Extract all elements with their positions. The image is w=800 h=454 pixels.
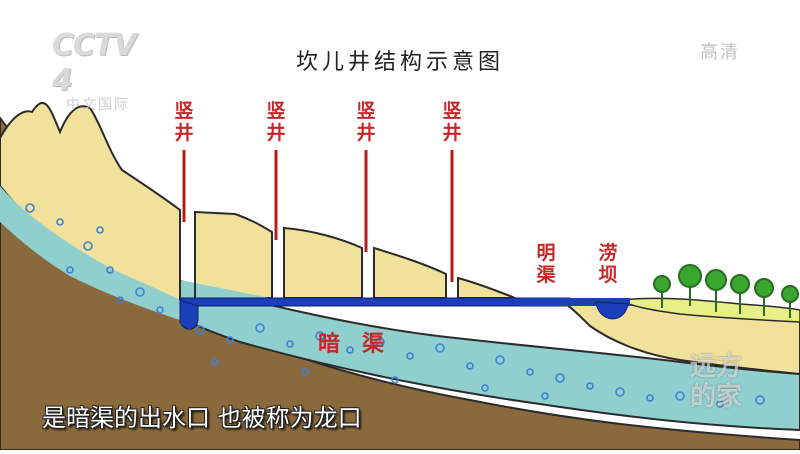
shaft-label-1-line1: 竖: [174, 100, 194, 122]
channel-logo: CCTV 4 中文国际: [52, 28, 152, 113]
aquifer-under-blocks: [180, 280, 270, 298]
channel-logo-sub: 中文国际: [66, 97, 130, 113]
shaft-label-1-line2: 井: [174, 122, 194, 144]
program-watermark-line1: 远方: [690, 352, 743, 382]
underground-channel-label: 暗渠: [318, 332, 407, 357]
shaft-label-2: 竖 井: [264, 100, 288, 144]
open-channel-label-line1: 明: [536, 242, 556, 264]
shaft-label-3-line1: 竖: [356, 100, 376, 122]
shaft-label-4-line1: 竖: [442, 100, 462, 122]
program-watermark: 远方 的家: [690, 352, 760, 412]
channel-logo-main: CCTV 4: [52, 28, 137, 98]
aquifer-shallow-band: [0, 186, 180, 320]
shaft-label-4-line2: 井: [442, 122, 462, 144]
underground-channel: [179, 297, 571, 307]
aquifer-bubbles: [25, 203, 765, 408]
grass-layer: [617, 297, 800, 323]
shaft-walls: [179, 210, 459, 300]
shaft-label-2-line2: 井: [266, 122, 286, 144]
shaft-label-4: 竖 井: [440, 100, 464, 144]
dam-pool: [595, 301, 629, 320]
shaft-lines: [182, 150, 454, 282]
dam-label-line1: 涝: [598, 242, 618, 264]
diagram-title: 坎儿井结构示意图: [295, 50, 504, 75]
open-channel: [520, 298, 630, 306]
dam-label: 涝 坝: [596, 242, 620, 286]
shaft-label-3: 竖 井: [354, 100, 378, 144]
trees: [653, 264, 799, 318]
shaft-label-1: 竖 井: [172, 100, 196, 144]
open-channel-label: 明 渠: [534, 242, 558, 286]
channel-well-dip: [179, 299, 199, 330]
sand-blocks: [194, 210, 516, 299]
hd-badge: 高清: [700, 42, 740, 63]
shaft-label-3-line2: 井: [356, 122, 376, 144]
shaft-label-2-line1: 竖: [266, 100, 286, 122]
open-channel-label-line2: 渠: [536, 264, 556, 286]
subtitle-caption: 是暗渠的出水口 也被称为龙口: [42, 404, 362, 432]
program-watermark-line2: 的家: [690, 382, 743, 412]
dam-label-line2: 坝: [598, 264, 618, 286]
